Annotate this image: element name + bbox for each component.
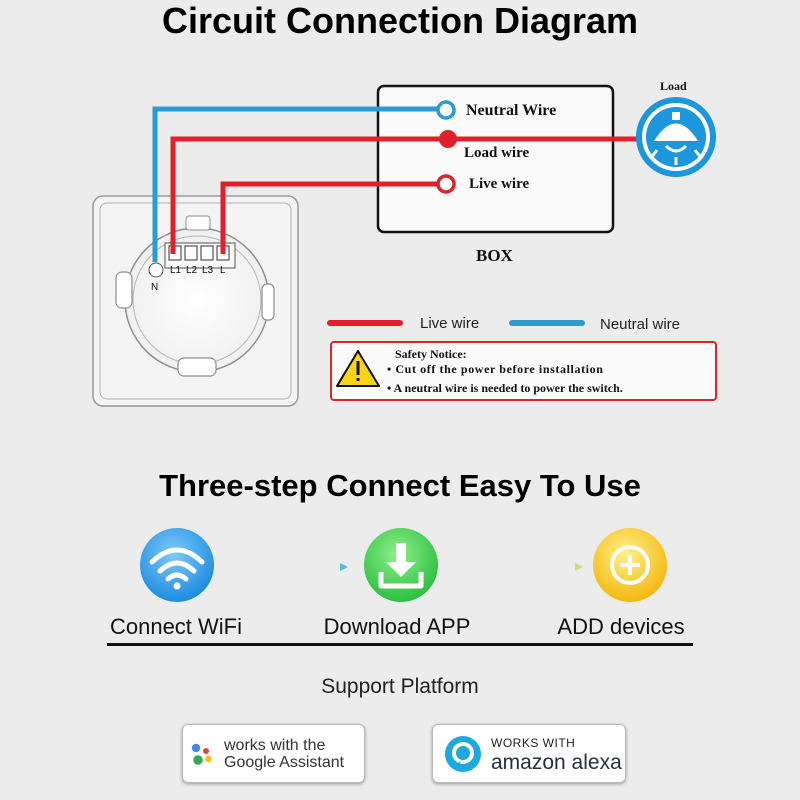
alexa-line-1: WORKS WITH bbox=[491, 736, 576, 750]
load-terminal-label: Load wire bbox=[464, 145, 530, 161]
alexa-line-2: amazon alexa bbox=[491, 751, 622, 774]
step-arrow-2-head bbox=[575, 563, 583, 571]
terminal-label-l1: L1 bbox=[170, 265, 182, 276]
google-line-1: works with the bbox=[224, 737, 326, 754]
terminal-label-n: N bbox=[151, 282, 159, 293]
wifi-icon bbox=[140, 528, 214, 602]
load-label: Load bbox=[660, 79, 687, 93]
step-label-add-devices: ADD devices bbox=[557, 614, 685, 639]
safety-line-1: • Cut off the power before installation bbox=[387, 362, 604, 376]
safety-line-2: • A neutral wire is needed to power the … bbox=[387, 381, 623, 395]
google-assistant-icon bbox=[191, 743, 212, 765]
legend-live-label: Live wire bbox=[420, 315, 480, 332]
alexa-icon bbox=[445, 736, 481, 772]
safety-line-2-text: A neutral wire is needed to power the sw… bbox=[393, 381, 623, 395]
support-platform-title: Support Platform bbox=[321, 675, 479, 698]
junction-box bbox=[376, 84, 615, 234]
neutral-terminal-label: Neutral Wire bbox=[466, 102, 557, 119]
warning-icon bbox=[336, 350, 380, 387]
google-assistant-badge: works with the Google Assistant bbox=[182, 724, 365, 783]
box-label: BOX bbox=[476, 246, 513, 265]
steps-title: Three-step Connect Easy To Use bbox=[159, 468, 641, 503]
live-terminal-dot bbox=[436, 174, 456, 194]
safety-notice-box bbox=[330, 341, 717, 401]
legend-neutral-label: Neutral wire bbox=[600, 316, 681, 333]
neutral-wire bbox=[152, 106, 446, 262]
live-wire bbox=[220, 181, 446, 254]
live-terminal-label: Live wire bbox=[469, 176, 530, 192]
lamp-icon bbox=[636, 97, 716, 177]
plus-icon bbox=[593, 528, 667, 602]
terminal-label-l: L bbox=[220, 265, 226, 276]
load-terminal-dot bbox=[439, 130, 457, 148]
step-label-connect-wifi: Connect WiFi bbox=[109, 614, 243, 639]
terminal-label-l3: L3 bbox=[202, 265, 214, 276]
load-wire bbox=[170, 136, 660, 254]
page-title: Circuit Connection Diagram bbox=[161, 0, 639, 41]
google-line-2: Google Assistant bbox=[224, 754, 345, 771]
steps-icons bbox=[140, 528, 667, 602]
circuit-diagram bbox=[92, 84, 717, 407]
download-icon bbox=[364, 528, 438, 602]
steps-divider bbox=[107, 643, 693, 646]
neutral-terminal-dot bbox=[436, 100, 456, 120]
terminal-label-l2: L2 bbox=[186, 265, 198, 276]
amazon-alexa-badge: WORKS WITH amazon alexa bbox=[432, 724, 626, 783]
safety-heading: Safety Notice: bbox=[395, 347, 467, 361]
step-arrow-1-head bbox=[340, 563, 348, 571]
switch-plate bbox=[92, 195, 299, 407]
step-label-download-app: Download APP bbox=[323, 614, 471, 639]
safety-line-1-text: Cut off the power before installation bbox=[395, 362, 604, 376]
